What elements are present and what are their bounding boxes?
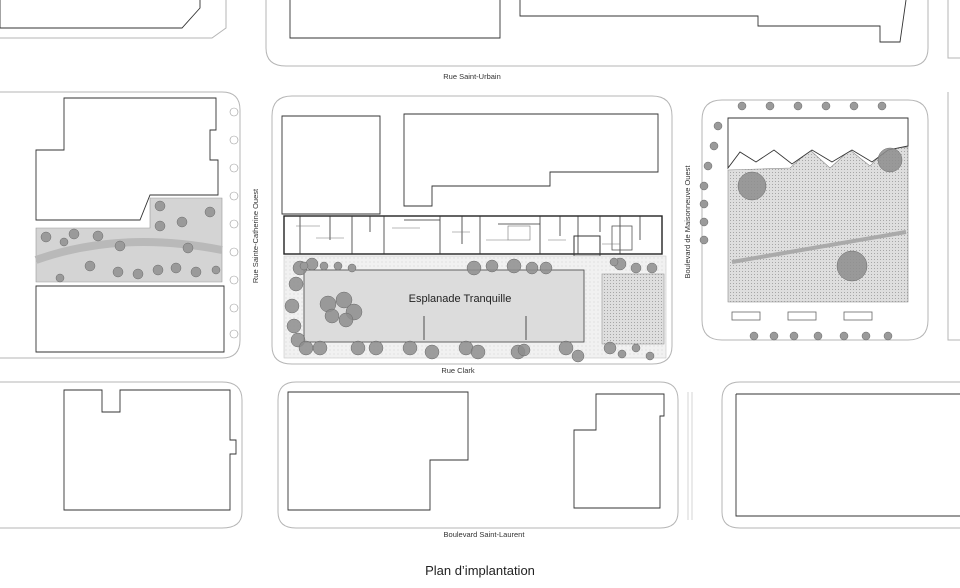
label-rue-saint-urbain: Rue Saint-Urbain <box>443 72 501 81</box>
sainte-catherine-street-trees <box>229 107 239 339</box>
label-boulevard-saint-laurent: Boulevard Saint-Laurent <box>444 530 526 539</box>
esplanade-trees <box>284 257 658 363</box>
building-north-west <box>281 115 381 215</box>
south-east-block <box>721 381 960 529</box>
west-block <box>0 91 241 359</box>
plan-caption: Plan d’implantation <box>425 563 535 578</box>
label-rue-clark: Rue Clark <box>441 366 475 375</box>
east-block <box>699 99 929 341</box>
east-benches <box>731 311 873 321</box>
central-block <box>271 95 673 365</box>
top-left-block <box>0 0 227 39</box>
label-boulevard-de-maisonneuve-ouest: Boulevard de Maisonneuve Ouest <box>683 165 692 279</box>
east-green-square <box>601 273 665 345</box>
maisonneuve-street-trees <box>699 101 893 341</box>
east-trees <box>737 147 903 282</box>
south-west-block <box>0 381 243 529</box>
building-ground-floor-plan <box>283 215 663 257</box>
top-right-block <box>947 0 960 59</box>
label-rue-sainte-catherine-ouest: Rue Sainte-Catherine Ouest <box>251 188 260 283</box>
building-north-east <box>403 113 659 207</box>
west-trees <box>40 200 221 283</box>
south-center-block <box>277 381 679 529</box>
label-esplanade-tranquille: Esplanade Tranquille <box>409 293 512 305</box>
top-center-block <box>265 0 929 67</box>
